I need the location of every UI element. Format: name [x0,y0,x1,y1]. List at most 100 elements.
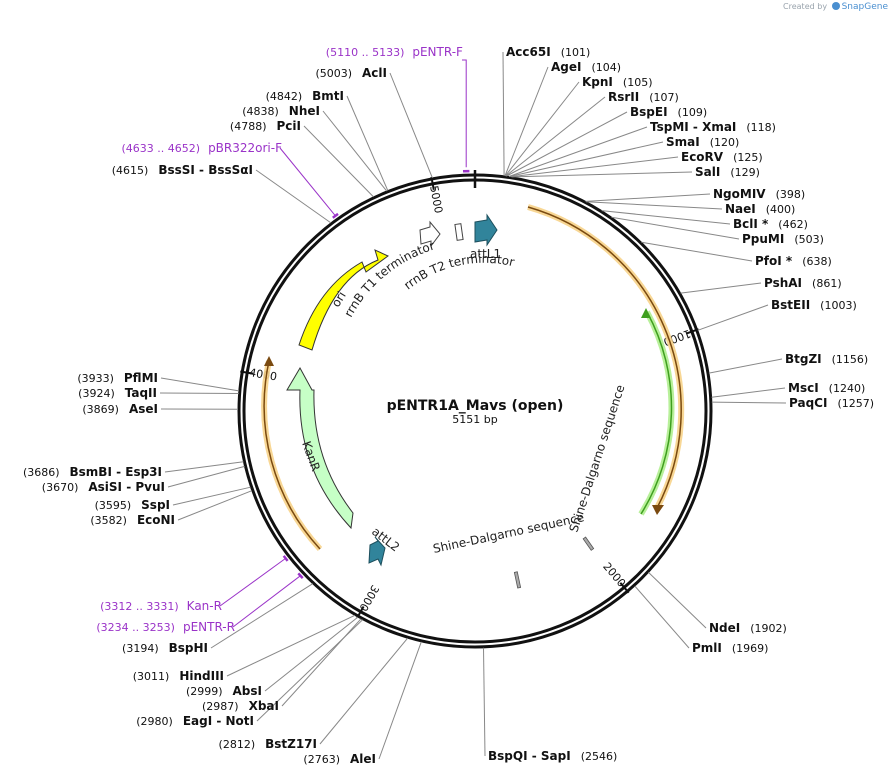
enzyme-position: (5003) [315,67,352,80]
enzyme-position: (3670) [42,481,79,494]
enzyme-leader-line [379,642,421,759]
enzyme-label[interactable]: PpuMI(503) [742,232,824,246]
enzyme-label[interactable]: (4838)NheI [242,104,320,118]
enzyme-label[interactable]: EcoRV(125) [681,150,763,164]
enzyme-label[interactable]: BstEII(1003) [771,298,857,312]
enzyme-leader-line [484,648,486,756]
enzyme-label[interactable]: NdeI(1902) [709,621,787,635]
enzyme-label[interactable]: (5003)AclI [315,66,387,80]
primer-range: (4633 .. 4652) [122,142,201,155]
enzyme-label[interactable]: (3582)EcoNI [90,513,175,527]
orf-arc-right-core [528,207,681,508]
enzyme-label[interactable]: SmaI(120) [666,135,739,149]
primer-label[interactable]: (3234 .. 3253)pENTR-R [96,620,235,634]
enzyme-label[interactable]: (3595)SspI [95,498,170,512]
enzyme-leader-line [698,305,768,330]
enzyme-name: PmlI [692,641,722,655]
tick-label: 3000 [356,583,381,614]
enzyme-name: HindIII [179,669,224,683]
enzyme-leader-line [282,619,361,706]
enzyme-name: AseI [129,402,158,416]
enzyme-label[interactable]: (3011)HindIII [133,669,224,683]
enzyme-label[interactable]: AgeI(104) [551,60,621,74]
enzyme-label[interactable]: (4842)BmtI [266,89,344,103]
enzyme-label[interactable]: BtgZI(1156) [785,352,868,366]
enzyme-label[interactable]: (2987)XbaI [202,699,279,713]
enzyme-label[interactable]: (3194)BspHI [122,641,208,655]
enzyme-position: (2987) [202,700,239,713]
enzyme-name: PfoI * [755,254,793,268]
enzyme-label[interactable]: BspQI - SapI(2546) [488,749,617,763]
enzyme-name: PciI [277,119,302,133]
enzyme-label[interactable]: BspEI (109) [630,105,707,119]
enzyme-label[interactable]: NgoMIV(398) [713,187,805,201]
enzyme-position: (398) [776,188,806,201]
enzyme-label[interactable]: TspMI - XmaI(118) [650,120,776,134]
enzyme-label[interactable]: Acc65I (101) [506,45,590,59]
primer-label[interactable]: (4633 .. 4652)pBR322ori-F [122,141,283,155]
enzyme-position: (1240) [829,382,866,395]
enzyme-name: BclI * [733,217,769,231]
primer-name: pENTR-R [183,620,235,634]
enzyme-leader-line [635,586,689,648]
enzyme-name: Acc65I [506,45,551,59]
enzyme-label[interactable]: (4788)PciI [230,119,301,133]
tick-label: 2000 [600,560,628,590]
enzyme-leader-line [320,638,408,744]
enzyme-label[interactable]: PshAI(861) [764,276,842,290]
enzyme-leader-line [165,462,244,472]
primer-range: (5110 .. 5133) [326,46,405,59]
enzyme-label[interactable]: MscI(1240) [788,381,865,395]
enzyme-position: (101) [561,46,591,59]
enzyme-position: (2980) [136,715,173,728]
enzyme-leader-line [161,378,239,391]
enzyme-position: (3686) [23,466,60,479]
enzyme-label[interactable]: PmlI (1969) [692,641,768,655]
enzyme-position: (107) [649,91,679,104]
enzyme-position: (2546) [581,750,618,763]
enzyme-name: BspEI [630,105,668,119]
enzyme-label[interactable]: (4615)BssSI - BssSαI [112,163,253,177]
enzyme-label[interactable]: PfoI *(638) [755,254,832,268]
map-length: 5151 bp [452,413,497,426]
enzyme-name: PflMI [124,371,158,385]
enzyme-name: PaqCI [789,396,827,410]
enzyme-label[interactable]: KpnI(105) [582,75,653,89]
enzyme-name: BtgZI [785,352,822,366]
primer-range: (3312 .. 3331) [100,600,179,613]
primer-label[interactable]: (3312 .. 3331)Kan-R [100,599,222,613]
enzyme-label[interactable]: (3869)AseI [82,402,158,416]
enzyme-position: (1969) [732,642,769,655]
enzyme-label[interactable]: (2812)BstZ17I [219,737,317,751]
enzyme-name: AgeI [551,60,581,74]
enzyme-label[interactable]: RsrII(107) [608,90,679,104]
enzyme-leader-line [709,359,782,373]
enzyme-position: (109) [678,106,708,119]
enzyme-label[interactable]: (2980)EagI - NotI [136,714,254,728]
enzyme-name: EcoNI [137,513,175,527]
enzyme-label[interactable]: (2999)AbsI [186,684,262,698]
attl1-label: attL1 [470,247,501,261]
enzyme-position: (2999) [186,685,223,698]
enzyme-label[interactable]: (3933)PflMI [77,371,158,385]
enzyme-label[interactable]: (3670) AsiSI - PvuI [42,480,165,494]
primer-leader-line [280,148,335,216]
enzyme-name: AsiSI - PvuI [88,480,165,494]
enzyme-position: (1902) [750,622,787,635]
primer-label[interactable]: (5110 .. 5133)pENTR-F [326,45,463,59]
enzyme-label[interactable]: SalI(129) [695,165,760,179]
snapgene-logo-icon [832,2,840,10]
enzyme-leader-line [586,194,710,201]
enzyme-label[interactable]: NaeI(400) [725,202,795,216]
enzyme-label[interactable]: (3924)TaqII [78,386,157,400]
enzyme-label[interactable]: (3686)BsmBI - Esp3I [23,465,162,479]
primer-leader-line [233,576,301,627]
enzyme-label[interactable]: PaqCI(1257) [789,396,874,410]
enzyme-leader-line [612,217,740,239]
enzyme-label[interactable]: (2763)AleI [303,752,376,766]
shine-dalgarno-label-2: Shine-Dalgarno sequence [432,510,586,556]
enzyme-position: (4842) [266,90,303,103]
enzyme-label[interactable]: BclI *(462) [733,217,808,231]
enzyme-leader-line [160,393,239,394]
